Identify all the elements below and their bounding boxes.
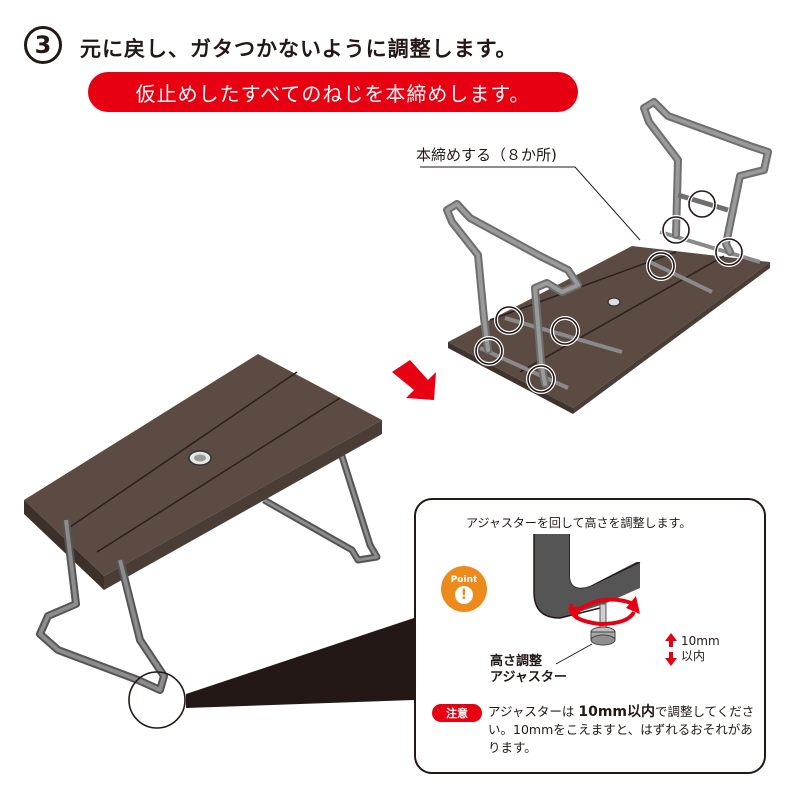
range-label: 10mm 以内 bbox=[681, 634, 720, 664]
arrow-icon bbox=[392, 360, 436, 400]
point-caption: アジャスターを回して高さを調整します。 bbox=[466, 516, 692, 530]
caution-tag: 注意 bbox=[432, 704, 482, 722]
upside-down-table bbox=[420, 98, 772, 414]
exclamation-icon: ! bbox=[455, 585, 473, 604]
point-badge-label: Point bbox=[450, 574, 478, 585]
range-arrow-icon bbox=[665, 633, 677, 666]
caution-text-post: で調整してください。10mmをこえますと、はずれるおそれがあります。 bbox=[488, 704, 755, 755]
caution-text: アジャスターは 10mm以内で調整してください。10mmをこえますと、はずれるお… bbox=[488, 703, 758, 757]
instruction-banner: 仮止めしたすべてのねじを本締めします。 bbox=[88, 72, 578, 112]
upright-table bbox=[24, 354, 414, 729]
step-title: 元に戻し、ガタつかないように調整します。 bbox=[80, 37, 518, 61]
adjuster-label: 高さ調整 アジャスター bbox=[490, 654, 567, 686]
adjuster-label-line1: 高さ調整 bbox=[490, 654, 543, 669]
caution-text-pre: アジャスターは bbox=[488, 704, 579, 719]
tighten-callout-label: 本締めする（８か所) bbox=[416, 146, 557, 164]
range-label-value: 10mm bbox=[681, 634, 720, 648]
caution-text-bold: 10mm以内 bbox=[578, 704, 656, 720]
range-label-unit: 以内 bbox=[681, 649, 706, 663]
point-badge: Point ! bbox=[441, 566, 487, 612]
adjuster-label-line2: アジャスター bbox=[490, 670, 567, 685]
step-number: 3 bbox=[24, 26, 62, 64]
